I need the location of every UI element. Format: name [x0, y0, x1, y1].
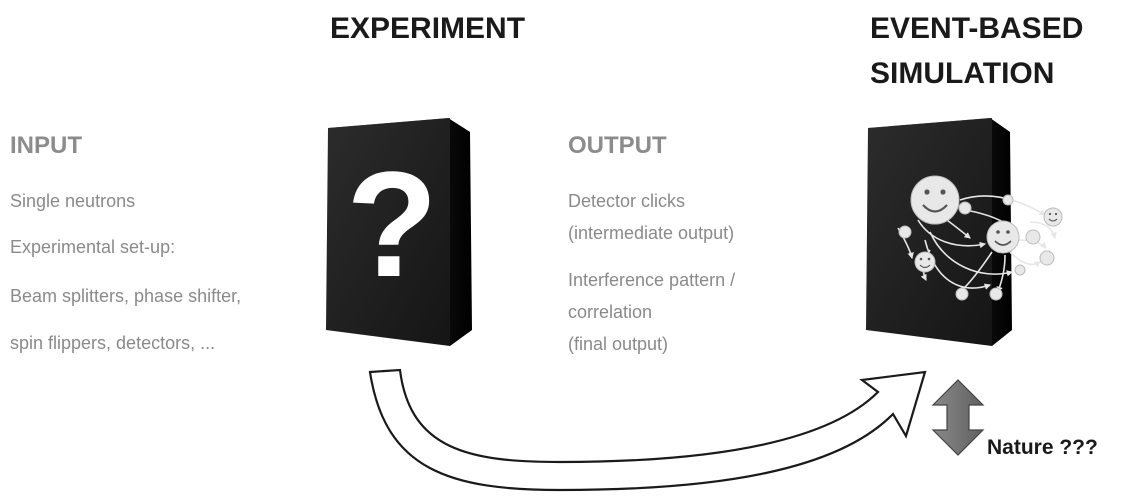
input-item: Beam splitters, phase shifter, — [10, 286, 242, 306]
question-mark-symbol: ? — [346, 140, 438, 308]
input-item: Experimental set-up: — [10, 237, 176, 257]
output-item: Detector clicks — [568, 191, 686, 211]
output-heading: OUTPUT — [568, 132, 667, 159]
simulation-title-line1: EVENT-BASED — [870, 12, 1084, 45]
nature-label: Nature ??? — [987, 436, 1098, 459]
experiment-box-side — [448, 118, 472, 346]
double-arrow-icon — [931, 379, 985, 456]
simulation-title-line2: SIMULATION — [870, 57, 1055, 90]
curved-arrow — [368, 368, 927, 492]
simulation-box — [866, 118, 1063, 346]
output-item: correlation — [568, 302, 653, 322]
experiment-title: EXPERIMENT — [330, 12, 526, 45]
output-item: Interference pattern / — [568, 270, 736, 290]
output-item: (final output) — [568, 334, 669, 354]
experiment-box-front — [326, 118, 450, 346]
experiment-box: ? — [326, 118, 472, 346]
input-item: spin flippers, detectors, ... — [10, 333, 216, 353]
input-heading: INPUT — [10, 132, 82, 159]
smiley-faces — [919, 189, 1058, 269]
input-item: Single neutrons — [10, 191, 136, 211]
output-item: (intermediate output) — [568, 223, 735, 243]
smiley-nodes — [898, 175, 1063, 301]
